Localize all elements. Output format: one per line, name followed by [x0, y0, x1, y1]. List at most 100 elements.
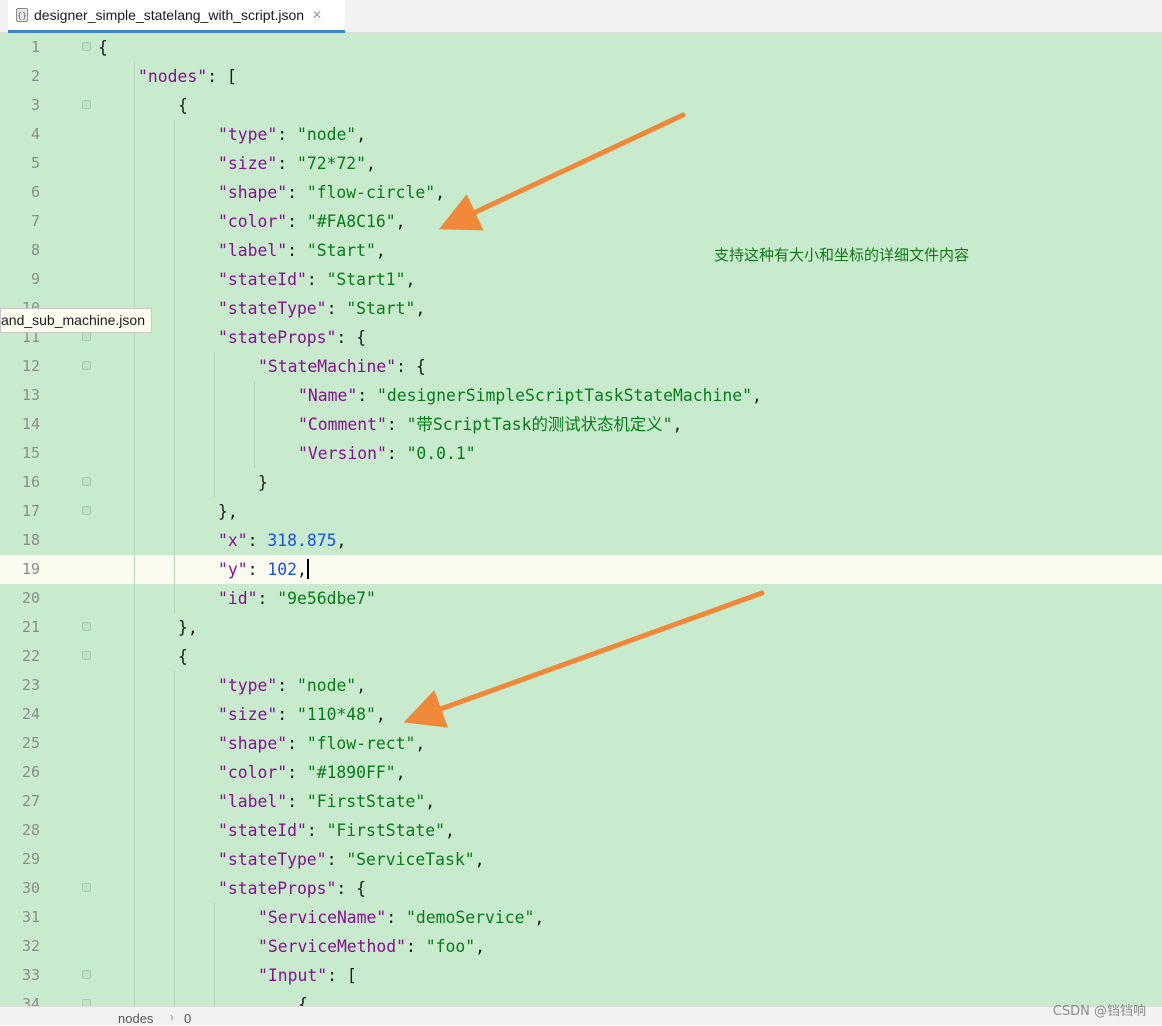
code-line[interactable]: 19"y": 102,	[0, 555, 1162, 584]
json-punctuation: :	[277, 676, 297, 695]
breadcrumb-item[interactable]: nodes	[118, 1011, 154, 1026]
code-line[interactable]: 30 "stateProps": {	[0, 874, 1162, 903]
code-line[interactable]: 8 "label": "Start",	[0, 236, 1162, 265]
code-line[interactable]: 31"ServiceName": "demoService",	[0, 903, 1162, 932]
code-line[interactable]: 15"Version": "0.0.1"	[0, 439, 1162, 468]
code-line[interactable]: 1{	[0, 33, 1162, 62]
line-number: 27	[21, 792, 40, 810]
code-line[interactable]: 2"nodes": [	[0, 62, 1162, 91]
json-punctuation: :	[287, 792, 307, 811]
code-text: "nodes": [	[138, 62, 237, 91]
code-line[interactable]: 7"color": "#FA8C16",	[0, 207, 1162, 236]
breadcrumb-item[interactable]: 0	[184, 1011, 192, 1026]
json-punctuation: ,	[672, 415, 683, 434]
json-punctuation: :	[257, 589, 278, 608]
code-line[interactable]: 32"ServiceMethod": "foo",	[0, 932, 1162, 961]
code-line[interactable]: 33"Input": [	[0, 961, 1162, 990]
code-line[interactable]: 4"type": "node",	[0, 120, 1162, 149]
editor-tab-active[interactable]: {} designer_simple_statelang_with_script…	[8, 0, 345, 33]
json-punctuation: {	[298, 995, 308, 1006]
line-number: 8	[30, 241, 40, 259]
code-line[interactable]: 17},	[0, 497, 1162, 526]
json-string: "node"	[296, 125, 357, 144]
json-punctuation: :	[287, 241, 307, 260]
line-number: 17	[21, 502, 40, 520]
json-punctuation: {	[178, 96, 188, 115]
json-key: "type"	[218, 125, 278, 144]
code-line[interactable]: 18"x": 318.875,	[0, 526, 1162, 555]
code-text: "label": "Start",	[218, 236, 386, 265]
json-punctuation: :	[277, 154, 297, 173]
json-string: "0.0.1"	[406, 444, 476, 463]
fold-marker-icon[interactable]	[82, 361, 91, 370]
json-key: "stateId"	[218, 270, 307, 289]
code-text: "shape": "flow-rect",	[218, 729, 425, 758]
json-punctuation: },	[218, 502, 238, 521]
code-text: "Comment": "带ScriptTask的测试状态机定义",	[298, 410, 682, 439]
json-string: "#FA8C16"	[306, 212, 396, 231]
code-line[interactable]: 20"id": "9e56dbe7"	[0, 584, 1162, 613]
json-key: "color"	[218, 763, 288, 782]
fold-marker-icon[interactable]	[82, 883, 91, 892]
json-punctuation: :	[406, 937, 426, 956]
code-text: },	[178, 613, 198, 642]
code-text: "shape": "flow-circle",	[218, 178, 445, 207]
code-line[interactable]: 6"shape": "flow-circle",	[0, 178, 1162, 207]
code-editor[interactable]: 1{2"nodes": [3{4"type": "node",5"size": …	[0, 33, 1162, 1006]
annotation-arrows	[403, 112, 765, 728]
code-line[interactable]: 11"stateProps": {	[0, 323, 1162, 352]
code-line[interactable]: 34{	[0, 990, 1162, 1006]
chevron-right-icon: ›	[170, 1010, 174, 1024]
json-string: "designerSimpleScriptTaskStateMachine"	[376, 386, 752, 405]
code-line[interactable]: 25 "shape": "flow-rect",	[0, 729, 1162, 758]
code-line[interactable]: 23"type": "node",	[0, 671, 1162, 700]
fold-marker-icon[interactable]	[82, 970, 91, 979]
code-line[interactable]: 12"StateMachine": {	[0, 352, 1162, 381]
code-line[interactable]: 28"stateId": "FirstState",	[0, 816, 1162, 845]
line-number: 15	[21, 444, 40, 462]
code-line[interactable]: 26"color": "#1890FF",	[0, 758, 1162, 787]
line-number: 12	[21, 357, 40, 375]
line-number: 30	[21, 879, 40, 897]
code-line[interactable]: 27"label": "FirstState",	[0, 787, 1162, 816]
json-string: "node"	[296, 676, 357, 695]
fold-marker-icon[interactable]	[82, 42, 91, 51]
code-text: "stateProps": {	[218, 874, 366, 903]
fold-marker-icon[interactable]	[82, 100, 91, 109]
json-punctuation: ,	[366, 154, 376, 173]
json-key: "label"	[218, 241, 288, 260]
json-string: "带ScriptTask的测试状态机定义"	[406, 415, 673, 434]
code-line[interactable]: 22{	[0, 642, 1162, 671]
fold-marker-icon[interactable]	[82, 477, 91, 486]
code-line[interactable]: 9"stateId": "Start1",	[0, 265, 1162, 294]
close-icon[interactable]: ✕	[312, 8, 323, 22]
code-line[interactable]: 21},	[0, 613, 1162, 642]
code-lines: 1{2"nodes": [3{4"type": "node",5"size": …	[0, 33, 1162, 1006]
line-number: 25	[21, 734, 40, 752]
fold-marker-icon[interactable]	[82, 651, 91, 660]
code-line[interactable]: 24"size": "110*48",	[0, 700, 1162, 729]
code-line[interactable]: 13"Name": "designerSimpleScriptTaskState…	[0, 381, 1162, 410]
json-string: "FirstState"	[326, 821, 445, 840]
code-line[interactable]: 14"Comment": "带ScriptTask的测试状态机定义",	[0, 410, 1162, 439]
indent-guide	[174, 671, 175, 1006]
code-line[interactable]: 5"size": "72*72",	[0, 149, 1162, 178]
json-key: "ServiceMethod"	[258, 937, 407, 956]
json-punctuation: ,	[474, 850, 485, 869]
code-text: "stateId": "Start1",	[218, 265, 415, 294]
fold-marker-icon[interactable]	[82, 622, 91, 631]
fold-marker-icon[interactable]	[82, 999, 91, 1006]
json-punctuation: {	[98, 38, 108, 57]
json-punctuation: :	[357, 386, 377, 405]
json-string: "Start"	[346, 299, 416, 318]
indent-guide	[134, 62, 135, 1006]
code-line[interactable]: 16}	[0, 468, 1162, 497]
json-punctuation: : {	[336, 328, 367, 347]
line-number: 19	[21, 560, 40, 578]
background-tab[interactable]: and_sub_machine.json	[0, 308, 152, 333]
fold-marker-icon[interactable]	[82, 506, 91, 515]
code-line[interactable]: 29 "stateType": "ServiceTask",	[0, 845, 1162, 874]
code-line[interactable]: 3{	[0, 91, 1162, 120]
code-text: "stateType": "ServiceTask",	[218, 845, 484, 874]
line-number: 29	[21, 850, 40, 868]
